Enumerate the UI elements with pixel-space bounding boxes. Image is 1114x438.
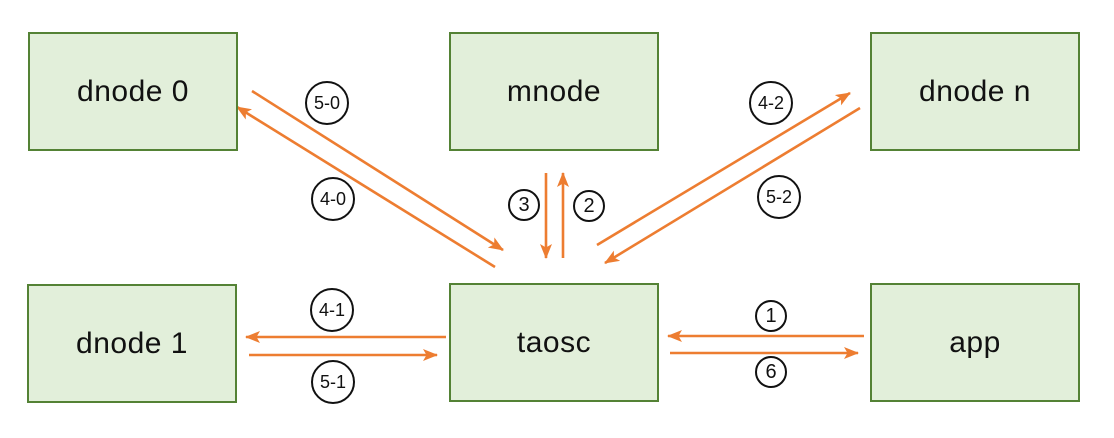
edge-label-4-0: 4-0 bbox=[311, 177, 355, 221]
arrow-4-0-taosc-to-dnode0 bbox=[236, 105, 496, 269]
arrow-5-2-dnoden-to-taosc bbox=[604, 106, 861, 265]
node-dnode1: dnode 1 bbox=[27, 284, 237, 403]
node-dnode0: dnode 0 bbox=[28, 32, 238, 151]
node-dnoden: dnode n bbox=[870, 32, 1080, 151]
edge-label-6: 6 bbox=[755, 356, 787, 388]
edge-label-4-1: 4-1 bbox=[310, 288, 354, 332]
node-taosc: taosc bbox=[449, 283, 659, 402]
arrow-5-0-dnode0-to-taosc bbox=[251, 89, 504, 252]
arrow-4-2-taosc-to-dnoden bbox=[596, 91, 851, 247]
edge-label-5-1: 5-1 bbox=[311, 360, 355, 404]
edge-label-1: 1 bbox=[755, 300, 787, 332]
edge-label-3: 3 bbox=[508, 189, 540, 221]
edge-label-5-2: 5-2 bbox=[757, 175, 801, 219]
edge-label-5-0: 5-0 bbox=[305, 81, 349, 125]
node-app: app bbox=[870, 283, 1080, 402]
edge-label-4-2: 4-2 bbox=[749, 81, 793, 125]
edge-label-2: 2 bbox=[573, 190, 605, 222]
node-mnode: mnode bbox=[449, 32, 659, 151]
